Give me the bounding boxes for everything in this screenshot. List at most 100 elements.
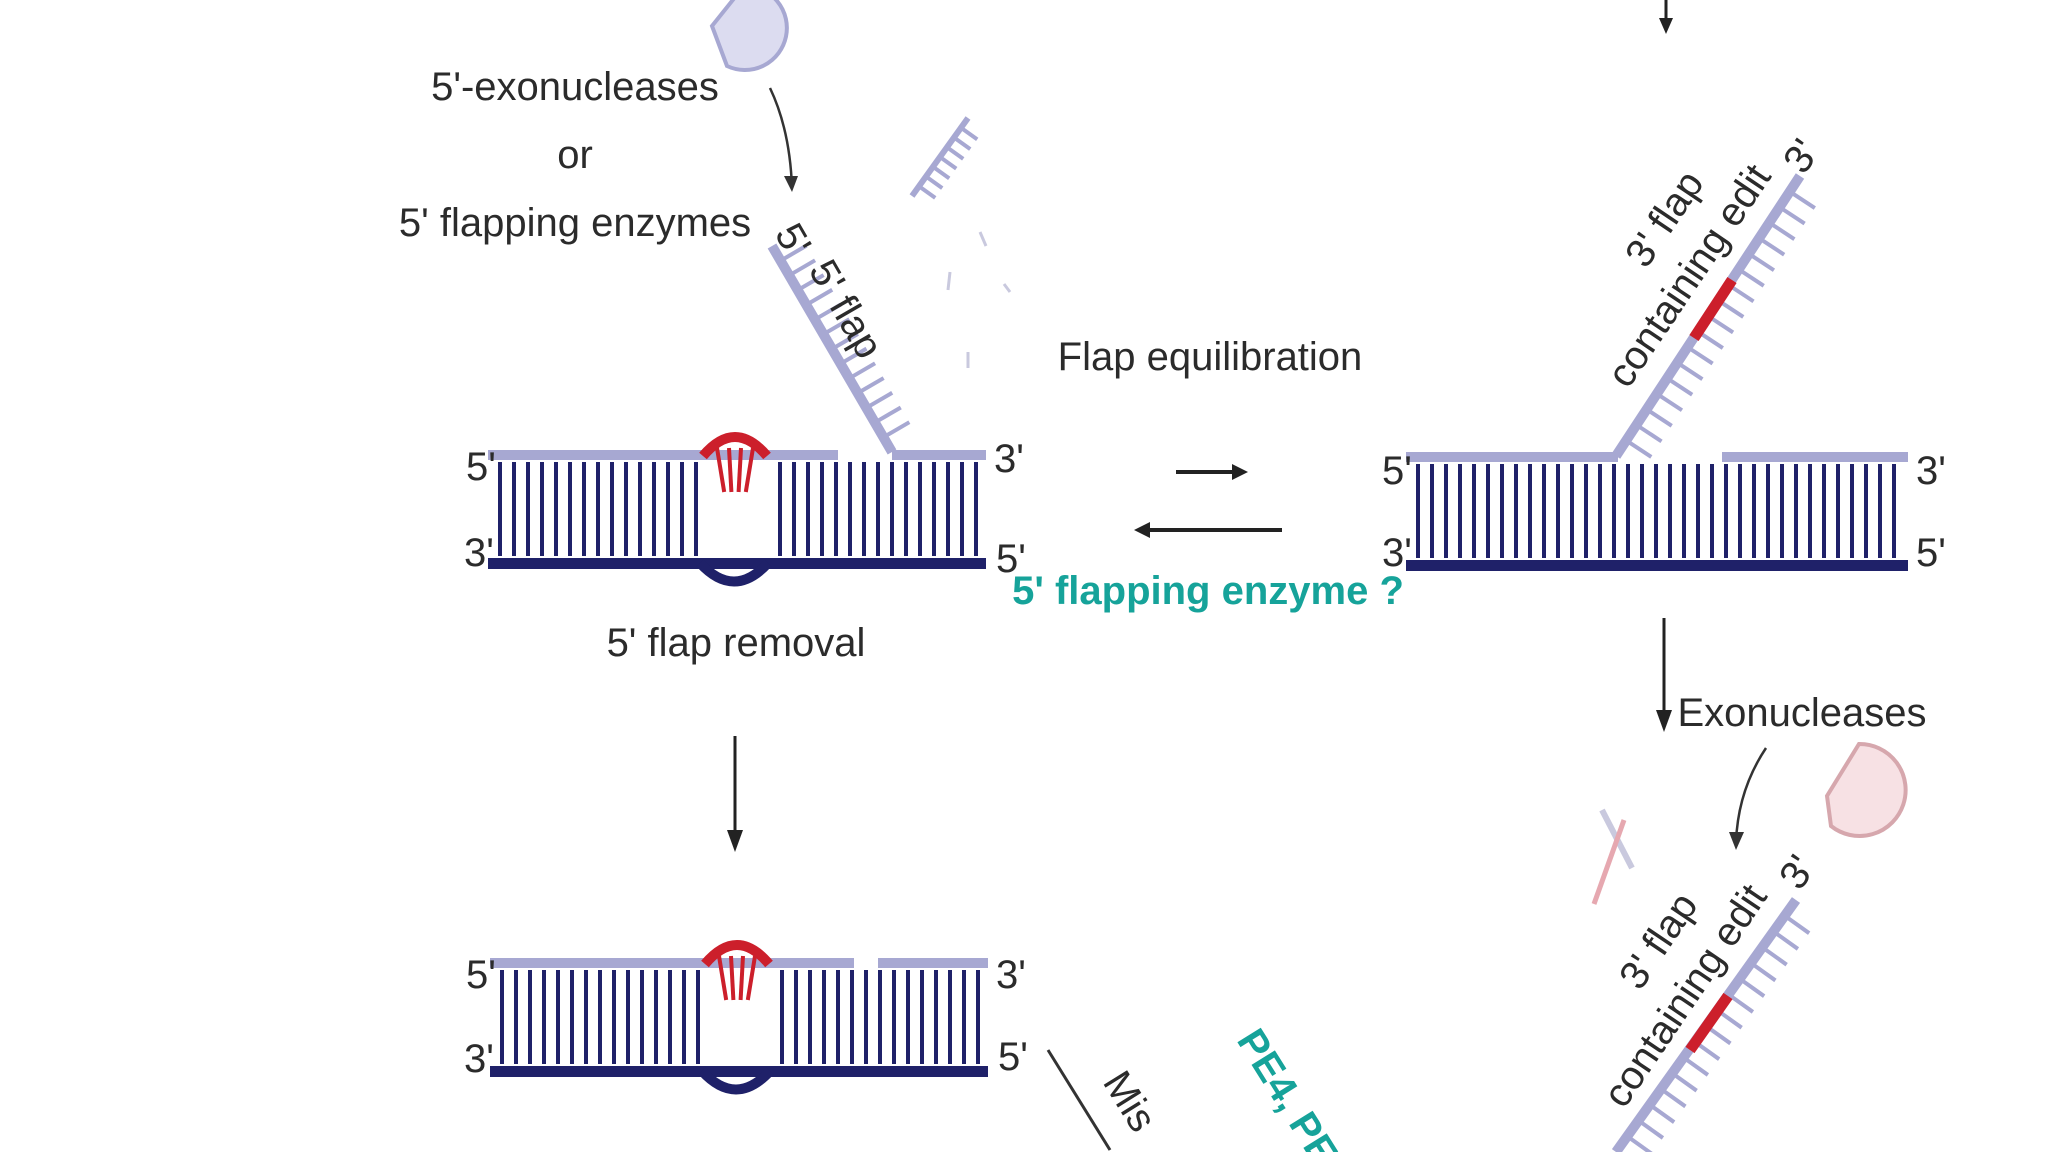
exonuclease-pacman-blue-icon [709, 0, 789, 72]
edit-segment [1685, 992, 1733, 1054]
edit-rung [745, 955, 757, 1001]
flap-rung [1768, 220, 1796, 241]
flap-rung [1747, 252, 1776, 272]
edit-rungs [715, 447, 755, 493]
edit-rung [738, 955, 745, 1001]
flap-rung [959, 126, 979, 142]
base-pair-rungs [500, 970, 980, 1064]
bottom-strand [490, 1066, 988, 1077]
end-label-3-top: 3' [996, 953, 1026, 997]
exonucleases-label: Exonucleases [1677, 691, 1926, 735]
flap-3-end-label-bottom: 3' [1771, 848, 1824, 897]
flap-3-end-label: 3' [1775, 132, 1828, 181]
flap-rung [1783, 914, 1811, 935]
flap-rung [830, 332, 859, 351]
equilibrium-reverse-arrow-head-icon [1134, 522, 1150, 538]
end-label-5-bottom: 5' [1916, 531, 1946, 575]
down-arrow-right-head-icon [1656, 710, 1672, 732]
flap-rung [796, 273, 825, 292]
flap-rungs [779, 243, 911, 440]
flap-rung [1637, 1118, 1665, 1140]
base-pair-rungs [498, 462, 978, 556]
flap-rung [839, 346, 868, 366]
flap-rung [865, 391, 894, 410]
exonuclease-arrow [768, 87, 794, 189]
flap-rung [813, 302, 842, 322]
flap-rung [1635, 423, 1663, 444]
flap-rung [1727, 992, 1755, 1014]
flap-rung [1761, 945, 1788, 967]
flap-rung [1671, 1071, 1698, 1093]
edit-rung [736, 447, 743, 493]
flap-rung [1749, 961, 1777, 983]
end-label-3-top: 3' [994, 437, 1024, 481]
flap-rung [952, 135, 972, 151]
incoming-arrow-top-head-icon [1659, 18, 1673, 34]
flap-3-degradation [1611, 897, 1811, 1156]
edit-bulge [699, 432, 771, 460]
top-strand-right [892, 450, 986, 460]
flap-rung [917, 184, 937, 200]
base-pair-rungs [1416, 464, 1896, 558]
pe4-partial-label: PE4, PE [1228, 1021, 1345, 1152]
bottom-strand-bulge [698, 1067, 774, 1095]
flap-rung [1655, 392, 1684, 412]
end-label-3-bottom: 3' [1382, 531, 1412, 575]
flap-rungs [1626, 914, 1811, 1156]
edit-segment [1689, 276, 1737, 342]
degraded-nucleotides [946, 231, 1012, 368]
or-label: or [557, 133, 593, 177]
top-strand-left [490, 958, 854, 968]
flap-rungs [1625, 189, 1816, 459]
flap-rung [1788, 189, 1816, 210]
flap-rung [822, 317, 851, 337]
exonuclease-pacman-pink-icon [1824, 741, 1908, 838]
down-arrow-left-head-icon [727, 830, 743, 852]
mismatch-partial-label: Mis [1094, 1063, 1164, 1139]
edit-rung [717, 955, 729, 1001]
degraded-fragment [909, 116, 979, 200]
flapping-enzyme-question-label: 5' flapping enzyme ? [1012, 569, 1404, 613]
exonuclease-arrow-head-icon [784, 176, 798, 192]
exonuclease-arrow-right-head-icon [1729, 832, 1744, 850]
flap-rung [779, 243, 808, 263]
flap-rung [931, 165, 951, 181]
edit-rungs [717, 955, 757, 1001]
flap-rung [882, 420, 911, 440]
flap-rung [856, 376, 885, 395]
flap-rung [1676, 360, 1704, 381]
degraded-edit-fragment [1591, 808, 1635, 905]
flap-rung [938, 155, 958, 171]
flap-rung [788, 258, 817, 278]
flap-rung [1758, 236, 1786, 257]
flap-rung [924, 174, 944, 190]
flap-rung [1659, 1087, 1687, 1109]
edit-rung [727, 447, 734, 493]
edit-bulge [701, 940, 773, 968]
end-label-5-bottom: 5' [998, 1035, 1028, 1079]
duplex-3-flap [1406, 173, 1908, 571]
end-label-5-top: 5' [466, 953, 496, 997]
duplex-5-flap [488, 243, 986, 587]
top-strand-right [1722, 452, 1908, 462]
flap-5-removal-label: 5' flap removal [607, 621, 866, 665]
flapping-enzymes-5-label: 5' flapping enzymes [399, 201, 751, 245]
edit-rung [715, 447, 727, 493]
bottom-strand-bulge [696, 559, 772, 587]
flap-rung [945, 145, 965, 161]
end-label-3-bottom: 3' [464, 1037, 494, 1081]
flap-rung [1625, 438, 1653, 459]
top-strand-left [488, 450, 838, 460]
bottom-strand [1406, 560, 1908, 571]
duplex-nicked [490, 940, 988, 1095]
bottom-strand [488, 558, 986, 569]
top-strand-right [878, 958, 988, 968]
flap-rung [1666, 376, 1694, 397]
end-label-5-bottom: 5' [996, 537, 1026, 581]
flap-rung [1626, 1134, 1653, 1156]
end-label-5-top: 5' [1382, 449, 1412, 493]
top-strand-left [1406, 452, 1618, 462]
flap-rung [848, 361, 877, 381]
